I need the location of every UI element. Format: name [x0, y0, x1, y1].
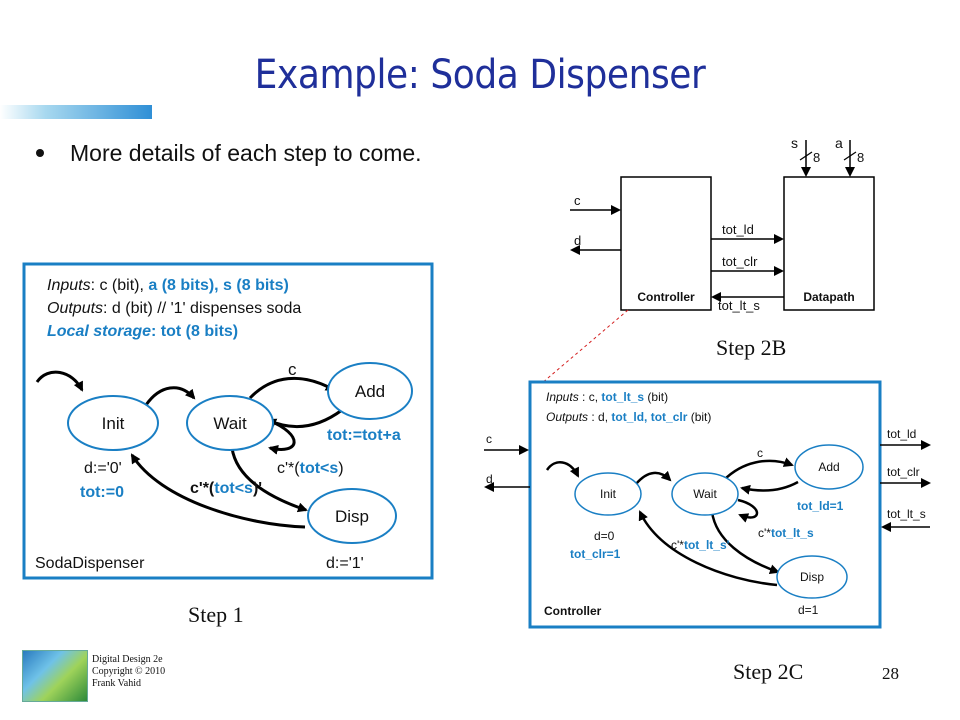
port-d-label: d [574, 233, 581, 248]
step2c-wait-selfloop-arrow [737, 498, 759, 523]
step1-wait-to-disp-arrow [230, 447, 308, 513]
controller-block-label: Controller [637, 290, 695, 304]
step1-init-entry-arrow [35, 370, 84, 392]
step1-fsm: Inputs: c (bit), a (8 bits), s (8 bits) … [22, 262, 434, 580]
step2c-disp-action: d=1 [798, 603, 819, 617]
step2c-state-init [574, 472, 642, 516]
zoom-connector-line [541, 309, 629, 384]
step1-disp-to-init-arrow [130, 453, 306, 529]
step2c-tot-lt-s-label: tot_lt_s [887, 507, 926, 521]
step1-disp-condition: c'*(tot<s)' [190, 480, 262, 497]
step1-machine-name: SodaDispenser [35, 555, 145, 572]
controller-block [620, 176, 712, 311]
footer-line-3: Frank Vahid [92, 678, 141, 689]
step2c-tot-clr-label: tot_clr [887, 465, 920, 479]
step2c-init-clr-action: tot_clr=1 [570, 547, 621, 561]
step2c-add-action: tot_ld=1 [797, 499, 844, 513]
tot-ld-label: tot_ld [722, 222, 754, 237]
step1-init-d-action: d:='0' [84, 460, 122, 477]
bus-s-width: 8 [813, 150, 820, 165]
bus-a-width: 8 [857, 150, 864, 165]
step2c-outputs: Outputs : d, tot_ld, tot_clr (bit) [546, 410, 711, 424]
step2c-selfloop-condition: c'*tot_lt_s [758, 526, 814, 540]
step2c-tot-ld-label: tot_ld [887, 427, 916, 441]
step1-init-tot-action: tot:=0 [80, 484, 124, 501]
step2c-init-d-action: d=0 [594, 529, 615, 543]
step2c-inputs: Inputs : c, tot_lt_s (bit) [546, 390, 668, 404]
step1-state-wait-label: Wait [213, 414, 247, 433]
step1-state-disp [307, 488, 397, 544]
footer-credits: Digital Design 2e Copyright © 2010 Frank… [92, 654, 165, 690]
step2c-wait-to-disp-arrow [710, 511, 780, 575]
bullet-text: More details of each step to come. [70, 140, 422, 166]
step1-selfloop-condition: c'*(tot<s) [277, 460, 344, 477]
step2c-state-wait [671, 472, 739, 516]
step2c-init-entry-arrow [545, 461, 580, 478]
step2c-state-add-label: Add [818, 460, 839, 474]
bus-s-slash [799, 151, 813, 161]
step1-inputs: Inputs: c (bit), a (8 bits), s (8 bits) [47, 277, 289, 294]
step2c-state-wait-label: Wait [693, 487, 717, 501]
step1-state-init [67, 395, 159, 451]
bullet-item: More details of each step to come. [36, 140, 422, 167]
step1-wait-to-add-arrow [248, 376, 336, 400]
step2c-state-init-label: Init [600, 487, 617, 501]
tot-clr-label: tot_clr [722, 254, 758, 269]
step2c-wait-to-add-arrow [723, 457, 794, 481]
step2c-caption: Step 2C [733, 659, 804, 684]
step2c-controller-fsm: Inputs : c, tot_lt_s (bit) Outputs : d, … [484, 380, 931, 629]
datapath-block-label: Datapath [803, 290, 854, 304]
step1-c-label: c [288, 360, 297, 379]
step2b-caption: Step 2B [716, 335, 787, 360]
page-number: 28 [882, 664, 899, 683]
step2c-state-disp-label: Disp [800, 570, 824, 584]
step1-init-to-wait-arrow [144, 386, 196, 406]
step1-state-disp-label: Disp [335, 507, 369, 526]
footer-line-2: Copyright © 2010 [92, 666, 166, 677]
step2c-disp-to-init-arrow [638, 510, 778, 587]
step2c-port-d-label: d [486, 472, 493, 486]
bus-a-slash [843, 151, 857, 161]
footer-line-1: Digital Design 2e [92, 654, 163, 665]
step2c-port-c-label: c [486, 432, 492, 446]
step2c-disp-condition: c'*tot_lt_s' [671, 538, 730, 552]
step1-outputs: Outputs: d (bit) // '1' dispenses soda [47, 300, 301, 317]
step2c-state-add [794, 444, 864, 490]
step1-state-add-label: Add [355, 382, 385, 401]
step1-state-add [327, 362, 413, 420]
step1-state-wait [186, 395, 274, 451]
bus-a-label: a [835, 135, 843, 151]
slide-title: Example: Soda Dispenser [254, 52, 706, 98]
book-logo [22, 650, 88, 702]
accent-bar [0, 105, 152, 119]
step2c-add-to-wait-arrow [740, 480, 799, 495]
step1-add-action: tot:=tot+a [327, 427, 401, 444]
step1-state-init-label: Init [102, 414, 125, 433]
port-c-label: c [574, 193, 581, 208]
tot-lt-s-label: tot_lt_s [718, 298, 760, 313]
step2c-init-to-wait-arrow [635, 470, 672, 485]
step1-wait-selfloop-arrow [267, 418, 296, 455]
bullet-dot [36, 148, 44, 157]
step2c-name: Controller [544, 604, 602, 618]
step2c-c-label: c [757, 446, 763, 460]
step1-caption: Step 1 [188, 602, 244, 627]
step1-disp-action: d:='1' [326, 555, 364, 572]
step2c-state-disp [776, 555, 848, 599]
step1-local-storage: Local storage: tot (8 bits) [47, 323, 238, 340]
step2b-block-diagram: Controller Datapath c d tot_ld tot_clr t… [541, 135, 875, 384]
bus-s-label: s [791, 135, 798, 151]
datapath-block [783, 176, 875, 311]
